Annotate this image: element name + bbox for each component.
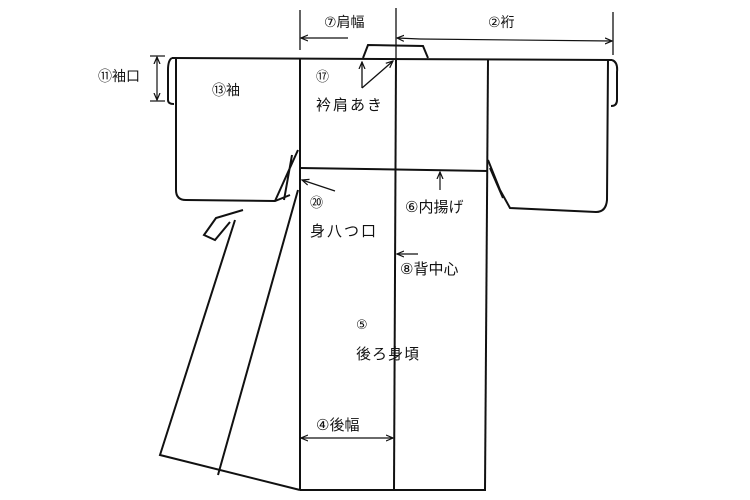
tuck-label: ⑥内揚げ bbox=[405, 198, 464, 216]
yuki-arrow-right bbox=[419, 39, 612, 41]
center-back-label: ⑧背中心 bbox=[400, 260, 459, 278]
belt-tab bbox=[202, 209, 244, 242]
shoulder-width-label: ⑦肩幅 bbox=[324, 15, 365, 31]
right-sleeve bbox=[487, 59, 619, 214]
sleeve-label: ⑬袖 bbox=[212, 83, 240, 99]
underarm-label: 身八つ口 bbox=[310, 222, 379, 240]
left-sleeve bbox=[167, 57, 291, 203]
tuck-line bbox=[299, 167, 489, 172]
collar-number: ⑰ bbox=[316, 70, 330, 85]
collar-label: 衿肩あき bbox=[316, 96, 385, 114]
yuki-label: ②裄 bbox=[488, 15, 515, 31]
front-panel bbox=[158, 189, 301, 491]
back-width-label: ④後幅 bbox=[316, 416, 360, 434]
underarm-number: ⑳ bbox=[310, 196, 324, 211]
sleeve-opening-label: ⑪袖口 bbox=[98, 69, 140, 85]
yuki-arrow-left bbox=[397, 38, 421, 39]
collar bbox=[362, 43, 429, 59]
back-body-number: ⑤ bbox=[356, 318, 368, 333]
back-body-label: 後ろ身頃 bbox=[356, 345, 421, 363]
